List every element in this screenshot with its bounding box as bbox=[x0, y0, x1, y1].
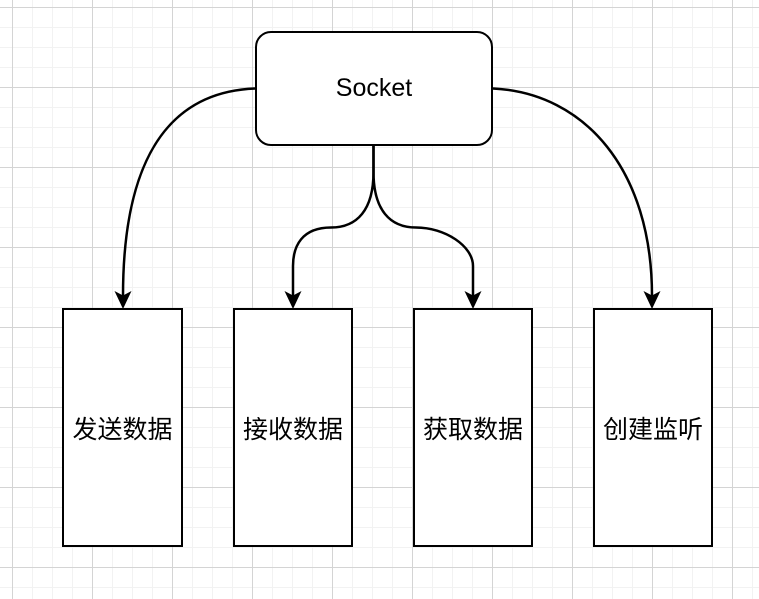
node-socket[interactable]: Socket bbox=[255, 31, 493, 146]
node-create-listen-label: 创建监听 bbox=[602, 415, 703, 444]
node-get-data-label: 获取数据 bbox=[422, 415, 523, 444]
node-receive-data-label: 接收数据 bbox=[242, 415, 343, 444]
edge-socket-to-listen[interactable] bbox=[492, 87, 654, 297]
edge-socket-to-send[interactable] bbox=[121, 87, 256, 297]
node-socket-label: Socket bbox=[335, 74, 413, 102]
edge-socket-to-send-arrowhead[interactable] bbox=[114, 291, 132, 309]
edge-socket-to-receive[interactable] bbox=[291, 144, 375, 296]
node-send-data-label: 发送数据 bbox=[72, 415, 173, 444]
edge-socket-to-get-arrowhead[interactable] bbox=[464, 291, 482, 309]
node-send-data[interactable]: 发送数据 bbox=[62, 308, 183, 547]
edge-socket-to-receive-arrowhead[interactable] bbox=[284, 291, 302, 309]
node-create-listen[interactable]: 创建监听 bbox=[593, 308, 713, 547]
node-receive-data[interactable]: 接收数据 bbox=[233, 308, 353, 547]
edge-socket-to-listen-arrowhead[interactable] bbox=[643, 291, 661, 309]
edge-socket-to-get[interactable] bbox=[372, 144, 475, 296]
node-get-data[interactable]: 获取数据 bbox=[413, 308, 533, 547]
